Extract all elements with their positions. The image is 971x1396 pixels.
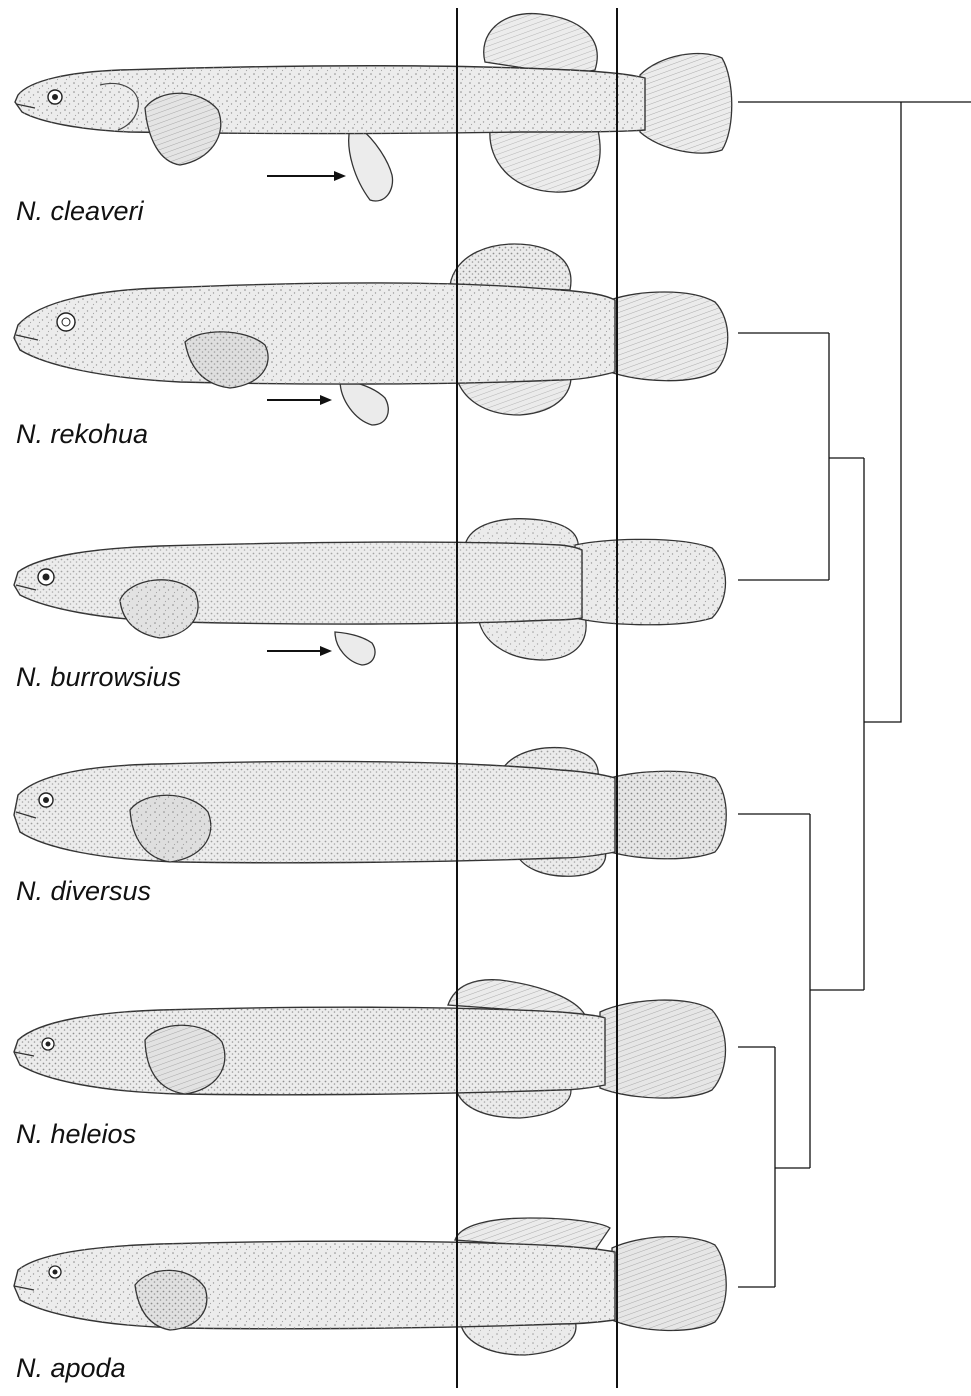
fish-drawing-diversus <box>14 748 726 877</box>
cladogram-node-heleios-apoda <box>738 1047 810 1287</box>
pelvic-fin-arrow <box>267 646 332 656</box>
species-label-heleios: N. heleios <box>16 1119 136 1150</box>
cladogram <box>738 102 971 1287</box>
cladogram-node-diversus-heleios-apoda <box>738 814 864 1168</box>
fish-drawing-heleios <box>14 980 726 1118</box>
pelvic-fin-arrow <box>267 171 346 181</box>
species-label-apoda: N. apoda <box>16 1353 126 1384</box>
species-label-cleaveri: N. cleaveri <box>16 196 144 227</box>
fish-drawing-apoda <box>14 1218 726 1355</box>
species-label-rekohua: N. rekohua <box>16 419 148 450</box>
fish-drawing-cleaveri <box>15 14 732 201</box>
fish-drawing-burrowsius <box>14 519 726 665</box>
species-label-diversus: N. diversus <box>16 876 151 907</box>
fish-drawing-rekohua <box>14 244 728 425</box>
pelvic-fin-arrow <box>267 395 332 405</box>
species-label-burrowsius: N. burrowsius <box>16 662 181 693</box>
cladogram-node-root <box>864 102 901 722</box>
cladogram-node-rekohua-burrowsius <box>738 333 864 580</box>
